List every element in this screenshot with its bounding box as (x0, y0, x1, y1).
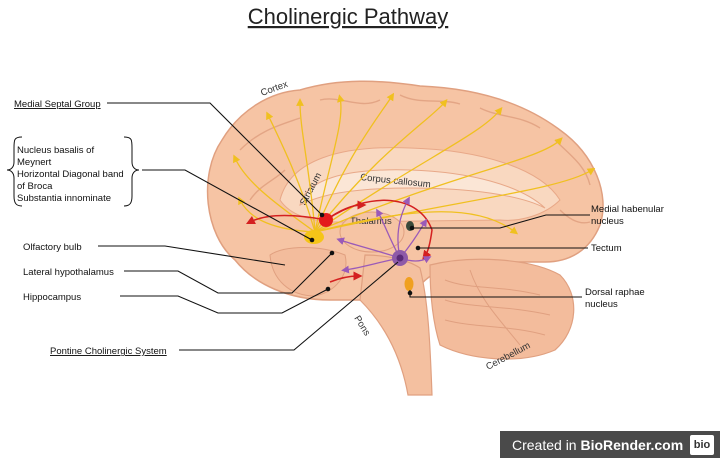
basalis-line-3: Horizontal Diagonal band (17, 169, 124, 180)
basalis-line-1: Nucleus basalis of (17, 145, 94, 156)
pontine-cholinergic-label: Pontine Cholinergic System (50, 346, 167, 357)
tectum-label: Tectum (591, 243, 622, 254)
yellow-projections (233, 92, 596, 235)
medial-septal-label: Medial Septal Group (14, 99, 101, 110)
raphae-line-2: nucleus (585, 299, 618, 310)
biorender-logo-icon: bio (690, 434, 714, 455)
basalis-brace (6, 136, 23, 207)
olfactory-bulb-label: Olfactory bulb (23, 242, 82, 253)
basalis-line-4: of Broca (17, 181, 53, 192)
temporal-lobe (269, 247, 347, 297)
basalis-line-2: Meynert (17, 157, 52, 168)
right-leader-lines (407, 214, 590, 298)
cerebellum-folia (444, 269, 551, 346)
habenular-line-1: Medial habenular (591, 204, 664, 215)
brainstem-shape (359, 254, 433, 396)
basalis-brace-right (123, 136, 140, 207)
basal-forebrain-nucleus (304, 230, 324, 244)
lateral-hypothalamus-label: Lateral hypothalamus (23, 267, 114, 278)
page-title: Cholinergic Pathway (248, 4, 449, 29)
biorender-watermark[interactable]: Created in BioRender.com bio (500, 431, 720, 458)
pons-label: Pons (351, 314, 372, 338)
cerebellum-shape (429, 258, 575, 360)
hippocampus-label: Hippocampus (23, 292, 81, 303)
brain-illustration (206, 80, 604, 396)
basalis-line-5: Substantia innominate (17, 193, 111, 204)
watermark-text: Created in BioRender.com (512, 436, 684, 453)
left-leader-lines (98, 102, 399, 351)
habenular-line-2: nucleus (591, 216, 624, 227)
thalamus-label: Thalamus (350, 216, 392, 227)
gyri-lines (239, 94, 591, 224)
pontine-nucleus-core (396, 254, 404, 262)
raphae-line-1: Dorsal raphae (585, 287, 645, 298)
dorsal-raphae-nucleus (404, 277, 414, 291)
